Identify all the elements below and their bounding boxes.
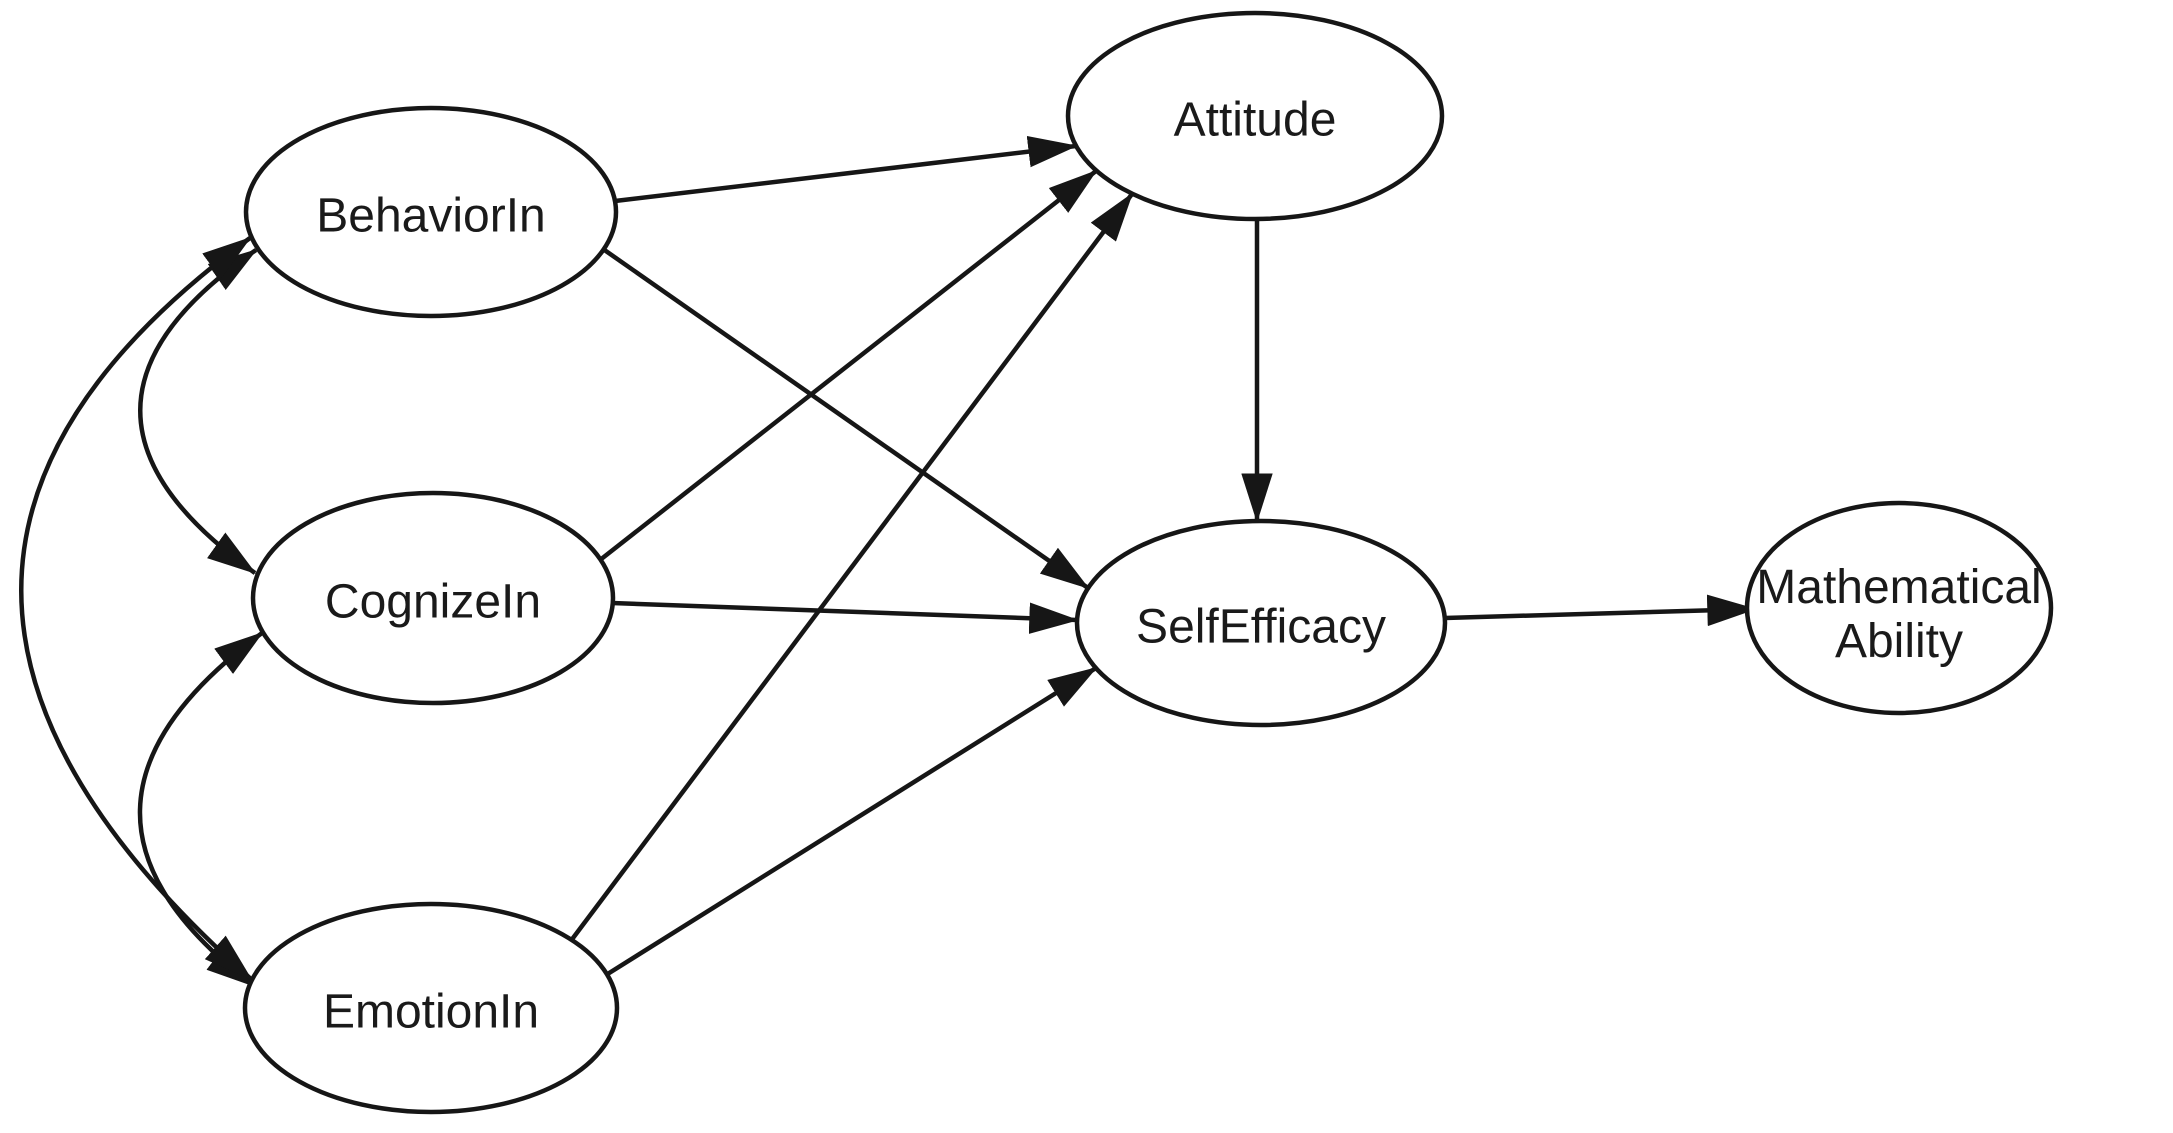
edge-emotionin-selfefficacy [604,666,1098,977]
covariance-behaviorin-emotionin [19,236,253,981]
node-label-behaviorin: BehaviorIn [316,190,545,243]
edge-layer [19,136,1757,988]
node-behaviorin: BehaviorIn [243,105,619,319]
node-ellipse-emotionin [242,901,620,1115]
edge-cognizein-selfefficacy [611,600,1079,634]
node-cognizein: CognizeIn [250,490,616,706]
node-label-cognizein: CognizeIn [325,576,541,629]
edge-behaviorin-attitude [614,136,1078,204]
node-selfefficacy: SelfEfficacy [1074,518,1448,728]
node-ellipse-behaviorin [243,105,619,319]
node-ellipse-mathability [1744,500,2054,716]
node-attitude: Attitude [1065,10,1445,222]
node-ellipse-attitude [1065,10,1445,222]
edge-behaviorin-selfefficacy [601,247,1090,590]
node-ellipse-cognizein [250,490,616,706]
edge-selfefficacy-mathematicalability [1444,594,1757,627]
node-label-selfefficacy: SelfEfficacy [1136,601,1386,654]
node-emotionin: EmotionIn [242,901,620,1115]
node-label-emotionin: EmotionIn [323,986,539,1039]
edge-emotionin-attitude [568,192,1134,944]
covariance-behaviorin-cognizein [138,248,258,575]
edge-cognizein-attitude [598,169,1098,562]
node-label-attitude: Attitude [1174,94,1337,147]
node-ellipse-selfefficacy [1074,518,1448,728]
